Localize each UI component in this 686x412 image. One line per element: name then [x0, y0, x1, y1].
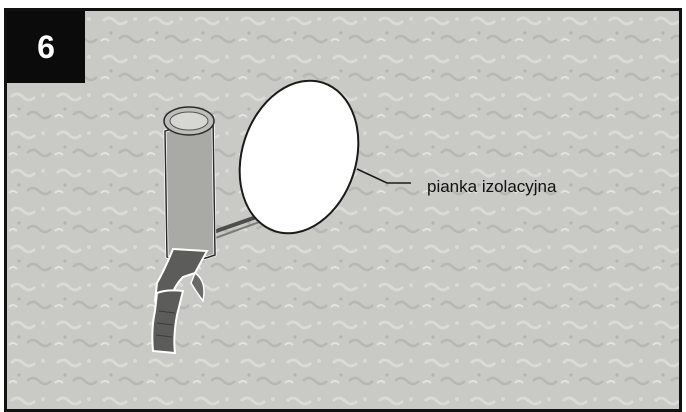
foam-gun-scene	[7, 11, 679, 409]
textured-background	[7, 11, 679, 409]
callout-label: pianka izolacyjna	[427, 177, 556, 197]
foam-can	[165, 117, 215, 261]
step-number-badge: 6	[7, 11, 85, 83]
step-number: 6	[37, 29, 55, 65]
illustration-frame: 6 pianka izolacyjna	[4, 8, 682, 412]
